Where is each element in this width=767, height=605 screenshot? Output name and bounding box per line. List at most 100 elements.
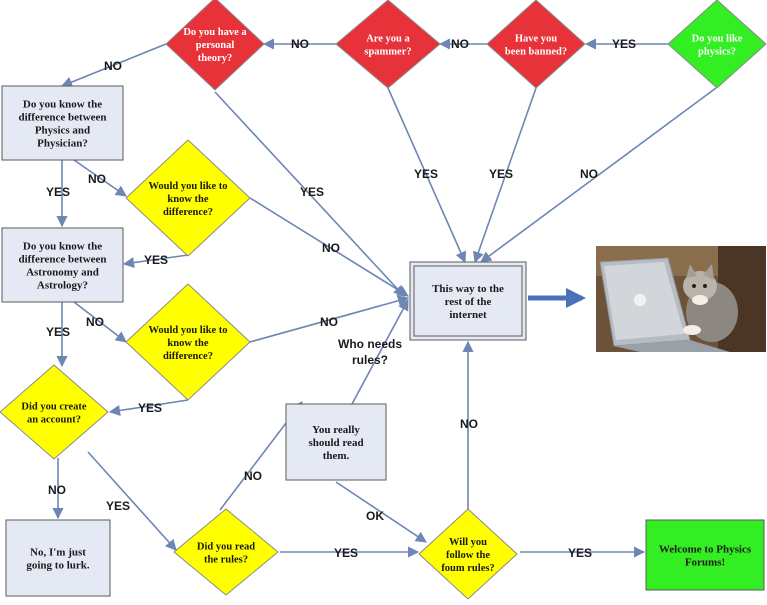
node-text-line: Have you bbox=[515, 34, 557, 45]
edge-theory-physician bbox=[60, 43, 167, 88]
label-physics-banned: YES bbox=[612, 37, 636, 51]
label-account-lurk: NO bbox=[48, 483, 66, 497]
node-text-line: personal bbox=[196, 40, 235, 51]
node-shape bbox=[165, 0, 265, 91]
node-shape bbox=[0, 364, 109, 460]
label-should-follow: OK bbox=[366, 509, 384, 523]
node-text-line: Forums! bbox=[685, 557, 725, 569]
node-text-line: the rules? bbox=[204, 555, 248, 566]
node-text-line: Physician? bbox=[37, 138, 88, 150]
node-text-line: know the bbox=[167, 194, 208, 205]
cat-with-laptop-photo bbox=[596, 246, 766, 352]
node-theory: Do you have a personal theory? bbox=[165, 0, 265, 91]
edge-know1-astrology bbox=[122, 254, 189, 269]
edge-know2-internet bbox=[249, 295, 410, 343]
node-text-line: rest of the bbox=[445, 296, 492, 308]
node-text-line: Do you have a bbox=[183, 27, 247, 38]
edge-theory-internet bbox=[214, 91, 405, 297]
node-text-line: been banned? bbox=[505, 47, 567, 58]
node-inner-border bbox=[413, 265, 523, 337]
node-shape bbox=[667, 0, 767, 89]
node-shape bbox=[125, 283, 251, 401]
node-text-line: physics? bbox=[698, 47, 736, 58]
node-shape bbox=[645, 519, 765, 591]
edge-banned-internet bbox=[473, 87, 537, 264]
node-text-line: an account? bbox=[27, 415, 81, 426]
node-text-line: Astronomy and bbox=[26, 267, 99, 279]
label-follow-internet: NO bbox=[460, 417, 478, 431]
node-text-line: This way to the bbox=[432, 283, 504, 295]
label-who-needs-rules-2: rules? bbox=[352, 353, 388, 367]
node-text-line: Astrology? bbox=[37, 280, 88, 292]
node-shape bbox=[418, 508, 518, 600]
node-shape bbox=[335, 0, 441, 89]
label-know2-internet: NO bbox=[320, 315, 338, 329]
node-text-line: You really bbox=[312, 424, 360, 436]
label-banned-internet: YES bbox=[489, 167, 513, 181]
label-physician-know1: NO bbox=[88, 172, 106, 186]
node-text-line: difference? bbox=[163, 207, 213, 218]
label-who-needs-rules-1: Who needs bbox=[338, 337, 402, 351]
label-physician-astrology: YES bbox=[46, 185, 70, 199]
node-text-line: Would you like to bbox=[148, 181, 227, 192]
node-text-line: difference between bbox=[18, 254, 106, 266]
label-astrology-account: YES bbox=[46, 325, 70, 339]
node-text-line: No, I'm just bbox=[30, 547, 86, 559]
label-know1-astrology: YES bbox=[144, 253, 168, 267]
node-text-line: Are you a bbox=[366, 34, 410, 45]
edge-know2-account bbox=[108, 399, 189, 417]
node-text-line: Would you like to bbox=[148, 325, 227, 336]
label-theory-physician: NO bbox=[104, 59, 122, 73]
node-text-line: difference between bbox=[18, 112, 106, 124]
edge-physics-internet bbox=[480, 87, 717, 263]
node-text-line: Do you know the bbox=[23, 241, 102, 253]
edge-physician-know1 bbox=[73, 159, 127, 197]
edge-astrology-know2 bbox=[73, 301, 127, 343]
node-text-line: Will you bbox=[449, 537, 487, 548]
node-shape bbox=[486, 0, 586, 89]
node-text-line: going to lurk. bbox=[26, 560, 90, 572]
label-read-follow: YES bbox=[334, 546, 358, 560]
label-spammer-theory: NO bbox=[291, 37, 309, 51]
node-banned: Have you been banned? bbox=[486, 0, 586, 89]
node-text-line: them. bbox=[323, 450, 350, 462]
label-account-read: YES bbox=[106, 499, 130, 513]
node-know-diff-1: Would you like to know the difference? bbox=[125, 139, 251, 257]
label-spammer-internet: YES bbox=[414, 167, 438, 181]
node-text-line: foum rules? bbox=[441, 563, 494, 574]
node-text-line: know the bbox=[167, 338, 208, 349]
label-know2-account: YES bbox=[138, 401, 162, 415]
node-text-line: follow the bbox=[446, 550, 490, 561]
node-text-line: should read bbox=[308, 437, 363, 449]
label-read-should: NO bbox=[244, 469, 262, 483]
node-text-line: Did you create bbox=[21, 402, 86, 413]
label-physics-internet: NO bbox=[580, 167, 598, 181]
node-text-line: Did you read bbox=[197, 542, 255, 553]
edge-spammer-internet bbox=[387, 87, 467, 264]
node-text-line: theory? bbox=[198, 53, 232, 64]
node-account: Did you create an account? bbox=[0, 364, 109, 460]
label-theory-internet: YES bbox=[300, 185, 324, 199]
node-shape bbox=[5, 519, 111, 597]
label-banned-spammer: NO bbox=[451, 37, 469, 51]
node-shape bbox=[173, 508, 279, 596]
node-text-line: internet bbox=[449, 309, 487, 321]
node-shape bbox=[285, 403, 387, 481]
node-text-line: spammer? bbox=[364, 47, 411, 58]
node-text-line: Physics and bbox=[35, 125, 90, 137]
edge-should-follow bbox=[335, 481, 427, 543]
edge-account-read bbox=[87, 451, 177, 551]
node-shape bbox=[125, 139, 251, 257]
node-read-rules: Did you read the rules? bbox=[173, 508, 279, 596]
edge-should-internet bbox=[351, 299, 409, 405]
label-follow-welcome: YES bbox=[568, 546, 592, 560]
node-text-line: Do you know the bbox=[23, 99, 102, 111]
